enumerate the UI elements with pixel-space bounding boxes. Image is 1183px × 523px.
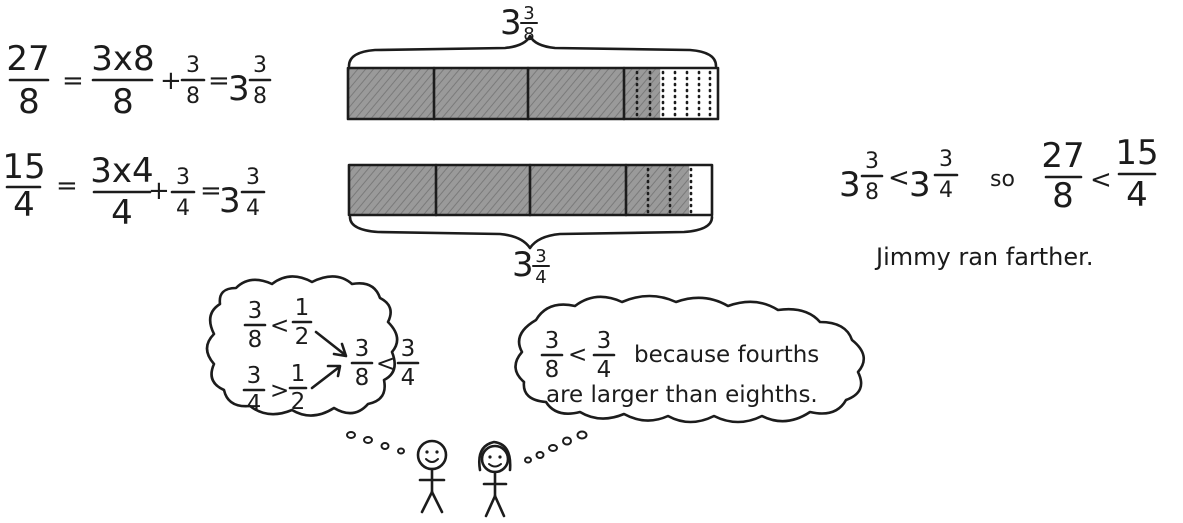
- boy-figure: [416, 439, 448, 514]
- arrowhead: [326, 364, 342, 378]
- mixed-denominator: 4: [246, 196, 260, 221]
- fraction-den: 2: [291, 389, 306, 415]
- fraction-num: 3: [355, 336, 370, 362]
- arrow-down: [314, 330, 346, 356]
- fraction-mid-denominator: 8: [112, 82, 134, 122]
- bar-outline: [346, 66, 720, 121]
- less-than-sign: <: [888, 163, 910, 193]
- equals-sign: =: [200, 176, 222, 206]
- mixed-whole: 3: [228, 69, 250, 109]
- fraction-add-numerator: 3: [186, 53, 200, 78]
- mixed-num-b: 3: [939, 147, 953, 172]
- fraction-den: 4: [597, 357, 612, 383]
- cloud-outline: [205, 275, 399, 417]
- fraction-num: 3: [247, 363, 262, 389]
- fraction-den: 8: [545, 357, 560, 383]
- girl-figure: [478, 440, 512, 518]
- fraction-27-numerator: 27: [6, 39, 49, 79]
- mixed-den-a: 8: [865, 180, 879, 205]
- thought-cloud-left: 3 8 < 1 2 3 4 > 1 2 3 8 < 3 4: [205, 275, 420, 417]
- fraction-num: 3: [597, 328, 612, 354]
- brace-label-denominator: 8: [523, 24, 534, 45]
- curly-brace-top: [347, 34, 718, 68]
- curly-brace-bottom: [348, 215, 714, 250]
- fraction-num: 1: [295, 295, 310, 321]
- brace-label-denominator: 4: [535, 267, 546, 288]
- plus-sign: +: [148, 176, 170, 206]
- fraction-den: 4: [247, 391, 262, 417]
- fraction-15-denominator: 4: [1126, 175, 1148, 215]
- fraction-add-numerator: 3: [176, 165, 190, 190]
- mixed-den-b: 4: [939, 178, 953, 203]
- mixed-num-a: 3: [865, 149, 879, 174]
- equation-row-2: 15 4 = 3x4 4 + 3 4 = 3 3 4: [2, 147, 266, 233]
- greater-than-sign: >: [270, 378, 289, 404]
- fraction-add-denominator: 8: [186, 84, 200, 109]
- comparison-statement: 3 3 8 < 3 3 4 so 27 8 < 15 4: [839, 133, 1159, 216]
- fraction-num: 3: [248, 298, 263, 324]
- fraction-num: 3: [545, 328, 560, 354]
- fraction-15-numerator: 15: [1115, 133, 1158, 173]
- fraction-mid-numerator: 3x4: [90, 151, 153, 191]
- cloud-outline: [514, 294, 866, 424]
- tape-bar-3-3-4: 3 3 4: [347, 163, 714, 288]
- mixed-numerator: 3: [246, 165, 260, 190]
- so-word: so: [990, 167, 1015, 192]
- mixed-denominator: 8: [253, 84, 267, 109]
- conclusion-text: Jimmy ran farther.: [874, 243, 1093, 271]
- arrowhead: [332, 342, 348, 358]
- arrow-up: [310, 366, 340, 390]
- speech-line-1: because fourths: [634, 342, 819, 368]
- speech-line-2: are larger than eighths.: [546, 382, 818, 408]
- plus-sign: +: [160, 66, 182, 96]
- less-than-sign: <: [568, 342, 587, 368]
- fraction-27-denominator: 8: [18, 82, 40, 122]
- fraction-den: 8: [355, 365, 370, 391]
- fraction-mid-denominator: 4: [111, 193, 133, 233]
- brace-label-numerator: 3: [535, 246, 546, 267]
- mixed-numerator: 3: [253, 53, 267, 78]
- fraction-mid-numerator: 3x8: [91, 39, 154, 79]
- less-than-sign: <: [1090, 165, 1112, 195]
- less-than-sign: <: [270, 313, 289, 339]
- fraction-15-numerator: 15: [2, 147, 45, 187]
- thought-dots-left: [346, 431, 405, 455]
- mixed-whole-b: 3: [909, 165, 931, 205]
- brace-label-whole: 3: [500, 3, 522, 43]
- fraction-den: 2: [295, 324, 310, 350]
- equals-sign: =: [56, 171, 78, 201]
- fraction-num: 1: [291, 361, 306, 387]
- fraction-27-denominator: 8: [1052, 176, 1074, 216]
- mixed-whole-a: 3: [839, 165, 861, 205]
- shaded-portion: [348, 68, 661, 119]
- thought-cloud-right: 3 8 < 3 4 because fourths are larger tha…: [514, 294, 866, 424]
- mixed-whole: 3: [219, 181, 241, 221]
- fraction-den: 4: [401, 365, 416, 391]
- thought-dots-right: [524, 430, 588, 464]
- less-than-sign: <: [376, 351, 395, 377]
- tape-bar-3-3-8: 3 3 8: [346, 3, 720, 121]
- fraction-num: 3: [401, 336, 416, 362]
- fraction-15-denominator: 4: [13, 185, 35, 225]
- fraction-den: 8: [248, 327, 263, 353]
- equation-row-1: 27 8 = 3x8 8 + 3 8 = 3 3 8: [6, 39, 272, 122]
- brace-label-numerator: 3: [523, 3, 534, 24]
- equals-sign: =: [208, 66, 230, 96]
- equals-sign: =: [62, 66, 84, 96]
- hair: [478, 440, 512, 472]
- fraction-add-denominator: 4: [176, 196, 190, 221]
- brace-label-whole: 3: [512, 245, 534, 285]
- fraction-27-numerator: 27: [1041, 136, 1084, 176]
- shaded-portion: [349, 165, 690, 215]
